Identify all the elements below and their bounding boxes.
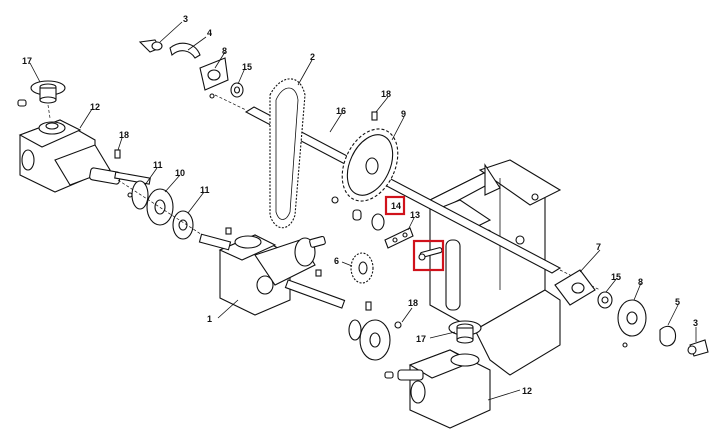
coupling-assembly-left [117,179,211,241]
callout-1: 1 [207,314,212,324]
callout-17-top: 17 [22,56,32,66]
callout-6: 6 [334,256,339,266]
callout-18-lower: 18 [408,298,418,308]
callout-18-left: 18 [119,130,129,140]
right-clamp-parts [554,269,709,357]
callout-8-right: 8 [638,277,643,287]
mounting-frame [428,159,562,376]
gearbox-upper-left [18,119,151,193]
callout-12-top: 12 [90,102,100,112]
leader-lines [29,21,697,401]
callout-3-right: 3 [693,318,698,328]
callout-4: 4 [207,28,212,38]
callout-16: 16 [336,106,346,116]
cap-upper [17,80,66,119]
cap-lower [384,320,482,379]
callout-15-right: 15 [611,272,621,282]
gearbox-lower [397,349,491,429]
callout-2: 2 [310,52,315,62]
drive-chain [269,78,306,229]
callout-10: 10 [175,168,185,178]
callout-15-top: 15 [242,62,252,72]
callout-13: 13 [410,210,420,220]
callout-11-a: 11 [153,160,163,170]
main-gearbox [198,233,346,316]
large-sprocket [341,128,399,202]
callout-17-lower: 17 [416,334,426,344]
sprocket-hub-parts [331,196,443,261]
coupling-assembly-lower [348,319,402,361]
callout-18-top: 18 [381,89,391,99]
callout-14: 14 [391,201,401,211]
callout-9: 9 [401,109,406,119]
highlight-box-part-14 [412,239,445,272]
callout-3-top: 3 [183,14,188,24]
highlight-markers [384,195,445,272]
highlight-box-label-14 [384,195,406,216]
callout-7: 7 [596,242,601,252]
callout-labels: 3 4 8 15 2 16 18 9 17 12 18 11 10 11 1 6… [22,14,698,396]
pins [114,111,378,311]
callout-12-lower: 12 [522,386,532,396]
callout-8-top: 8 [222,46,227,56]
upper-clamp-parts [138,39,244,99]
callout-11-b: 11 [200,185,210,195]
small-sprocket [350,252,374,284]
callout-5: 5 [675,297,680,307]
